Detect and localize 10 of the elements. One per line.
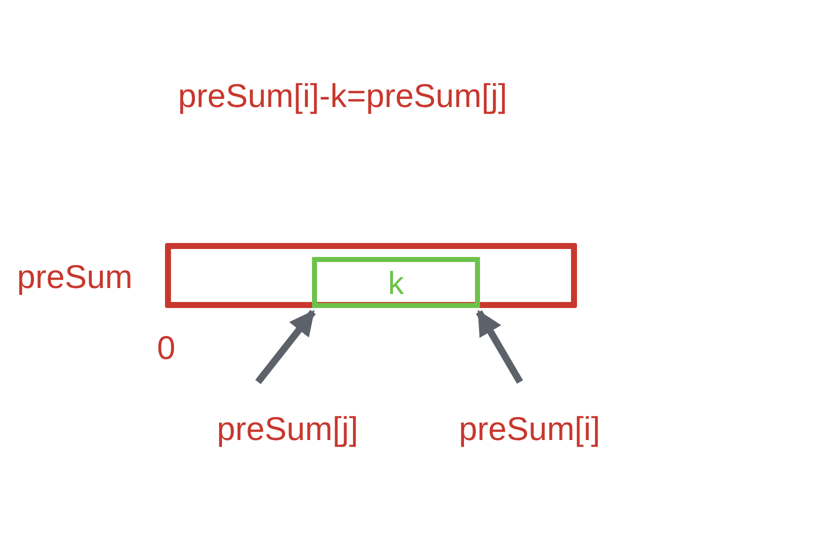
index-label: preSum[i]	[442, 412, 617, 446]
array-bar	[165, 243, 577, 308]
origin-label: 0	[157, 331, 176, 364]
index-label: preSum[j]	[200, 412, 375, 446]
arrow	[476, 310, 524, 384]
equation-title: preSum[i]-k=preSum[j]	[178, 79, 508, 112]
subarray-sum-label: k	[388, 266, 404, 298]
array-label: preSum	[17, 260, 133, 293]
arrow	[255, 310, 316, 384]
subarray-box	[312, 257, 480, 308]
